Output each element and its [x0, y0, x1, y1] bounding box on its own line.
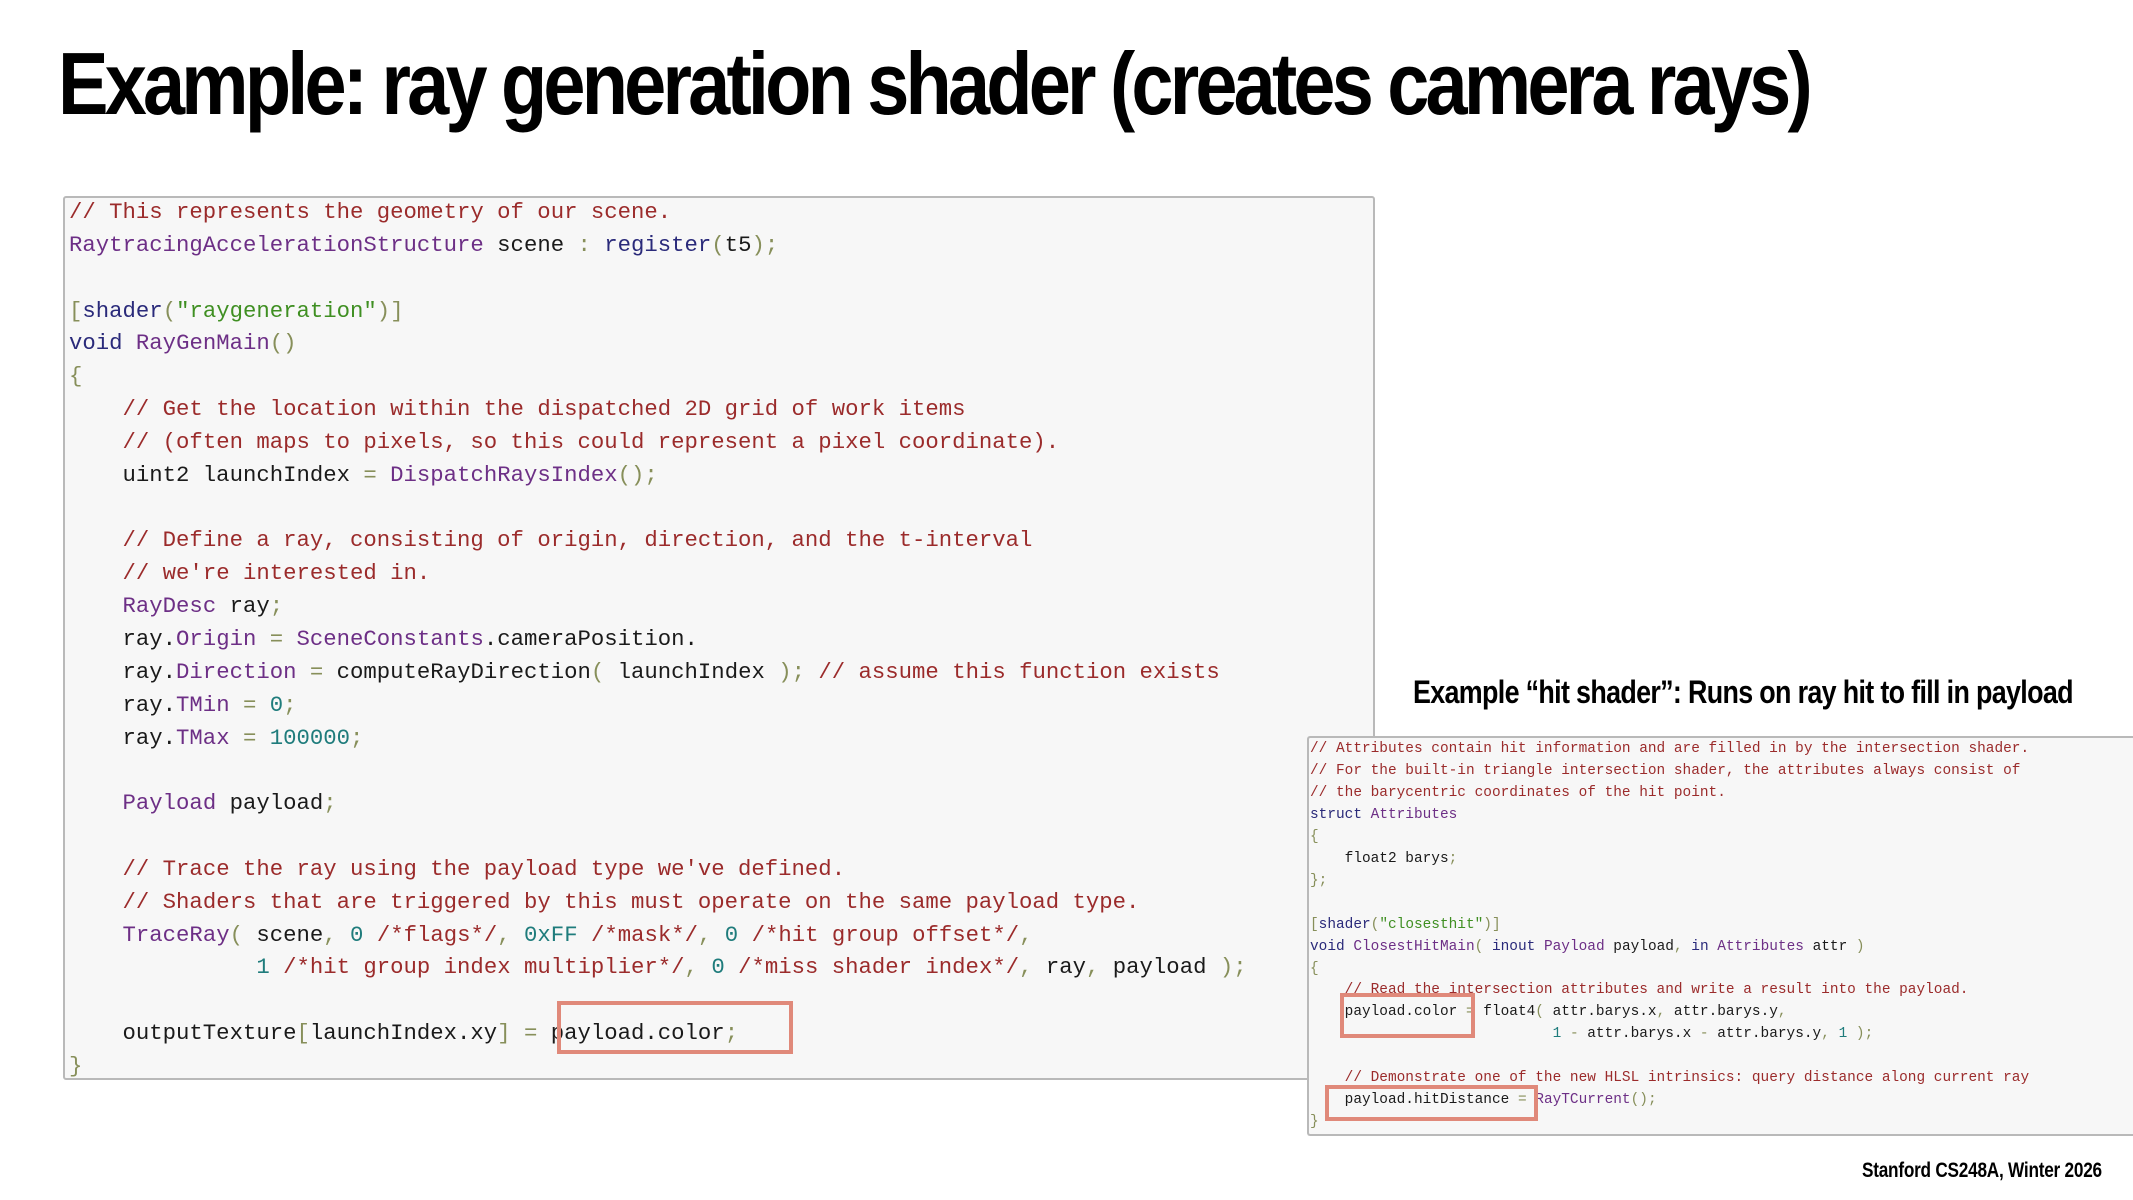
hit-shader-code: // Attributes contain hit information an…: [1310, 741, 2030, 1131]
slide-title: Example: ray generation shader (creates …: [58, 34, 1813, 133]
raygen-code: // This represents the geometry of our s…: [69, 199, 1247, 1079]
hit-shader-code-block: // Attributes contain hit information an…: [1307, 736, 2133, 1136]
raygen-code-block: // This represents the geometry of our s…: [63, 196, 1375, 1080]
course-credit: Stanford CS248A, Winter 2026: [1862, 1159, 2102, 1182]
hit-shader-caption: Example “hit shader”: Runs on ray hit to…: [1413, 674, 2074, 710]
